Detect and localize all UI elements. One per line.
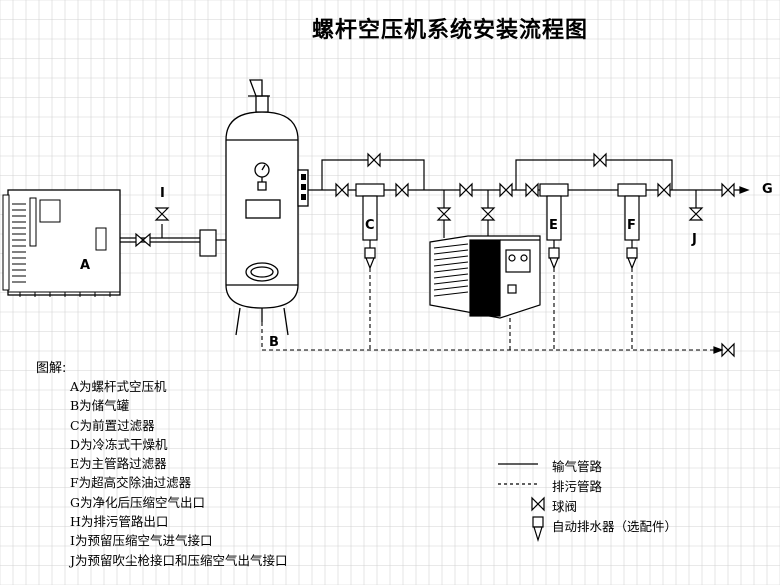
label-a: A [80, 258, 91, 273]
ball-valve-i-reserve [154, 207, 170, 221]
screw-air-compressor [2, 189, 121, 297]
legend-item: D为冷冻式干燥机 [70, 436, 168, 452]
key-drain-pipe-label: 排污管路 [552, 479, 603, 494]
label-b: B [269, 335, 279, 350]
label-j: J [692, 232, 697, 247]
legend-list: A为螺杆式空压机 B为储气罐 C为前置过滤器 D为冷冻式干燥机 E为主管路过滤器… [70, 377, 288, 570]
legend-item: E为主管路过滤器 [70, 456, 167, 472]
oil-removal-filter-f [617, 183, 647, 270]
compressor-outlet-pipe [120, 224, 232, 257]
main-line-filter-e [539, 183, 569, 270]
ball-valve-main-line [335, 152, 735, 221]
key-auto-drain-icon [532, 516, 544, 543]
tank-manhole [245, 262, 279, 282]
legend-item: H为排污管路出口 [70, 514, 169, 530]
compressor-base-rail [8, 291, 120, 297]
legend-item: B为储气罐 [70, 398, 130, 414]
drain-outlet-arrow [713, 346, 724, 354]
key-ball-valve-label: 球阀 [552, 499, 578, 514]
label-e: E [549, 218, 558, 233]
compressor-vent-grille [12, 203, 26, 283]
drain-line [261, 268, 722, 351]
key-ball-valve-icon [531, 496, 545, 512]
legend-item: G为净化后压缩空气出口 [70, 494, 205, 510]
key-air-pipe-label: 输气管路 [552, 459, 603, 474]
ball-valve-drain-outlet [721, 342, 735, 358]
refrigerated-dryer [429, 235, 541, 319]
legend-item: A为螺杆式空压机 [70, 379, 167, 394]
legend-item: C为前置过滤器 [70, 417, 155, 433]
dryer-cooling-fins [433, 243, 469, 297]
legend-item: I为预留压缩空气进气接口 [70, 533, 213, 549]
label-c: C [365, 218, 375, 233]
key-auto-drain-label: 自动排水器（选配件） [552, 519, 678, 534]
pre-filter-c [355, 183, 385, 270]
label-i: I [160, 186, 165, 201]
diagram-title: 螺杆空压机系统安装流程图 [311, 18, 588, 43]
legend-key-symbols [498, 463, 545, 543]
legend-heading: 图解: [36, 361, 67, 376]
legend-item: J为预留吹尘枪接口和压缩空气出气接口 [70, 552, 288, 568]
tank-sight-glass [301, 174, 306, 200]
ball-valve-compressor-outlet [135, 232, 151, 248]
legend-item: F为超高交除油过滤器 [70, 475, 192, 491]
label-g: G [762, 182, 773, 197]
label-f: F [627, 218, 636, 233]
air-storage-tank [225, 79, 309, 336]
pressure-gauge-icon [254, 162, 270, 191]
